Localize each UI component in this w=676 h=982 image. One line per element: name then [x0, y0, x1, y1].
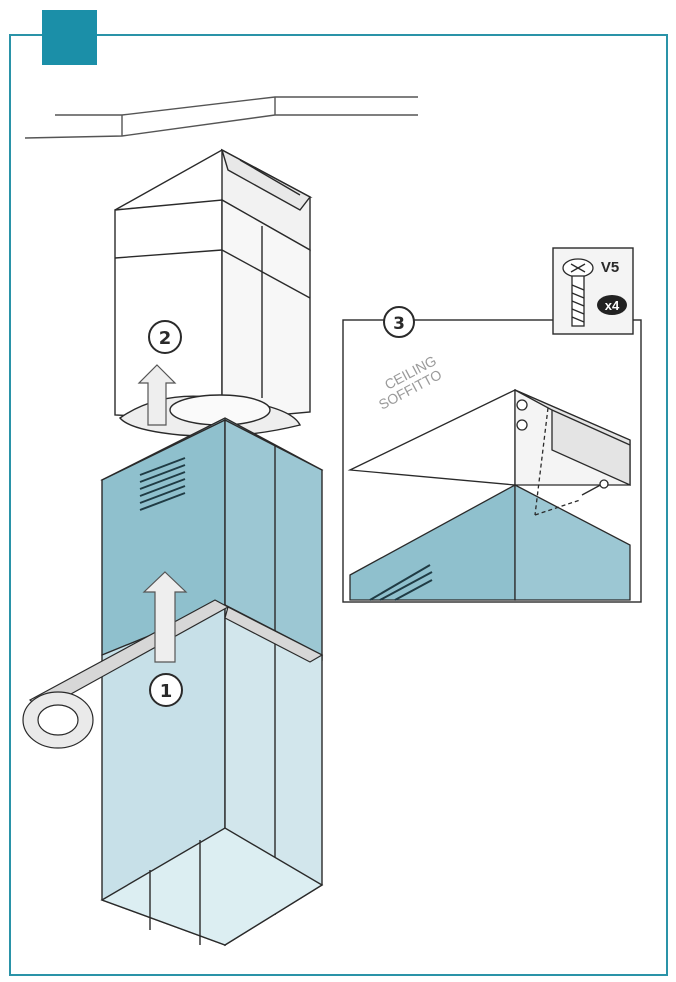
arrow-up-icon	[137, 364, 177, 426]
chimney-upper-section	[100, 417, 324, 661]
step-badge-2: 2	[148, 320, 182, 354]
vent-grille	[139, 457, 186, 511]
ceiling-outline	[24, 96, 418, 139]
section-marker	[42, 10, 97, 65]
step-badge-3: 3	[383, 306, 415, 338]
protective-tape	[22, 599, 324, 749]
step-number: 3	[393, 314, 405, 334]
quantity-badge	[597, 295, 627, 315]
chimney-lower-section	[100, 603, 324, 947]
step-number: 2	[159, 328, 172, 349]
step-badge-1: 1	[149, 673, 183, 707]
arrow-up-icon	[142, 571, 188, 663]
detail-callout: CEILING SOFFITTO	[342, 319, 642, 603]
screw-quantity: x4	[605, 298, 620, 313]
screw-icon	[562, 258, 594, 327]
screw-code: V5	[601, 259, 619, 276]
inner-frame-section	[114, 148, 313, 437]
step-number: 1	[160, 681, 173, 702]
page-frame	[9, 34, 668, 976]
screw-kit-box: V5 x4	[552, 247, 634, 335]
